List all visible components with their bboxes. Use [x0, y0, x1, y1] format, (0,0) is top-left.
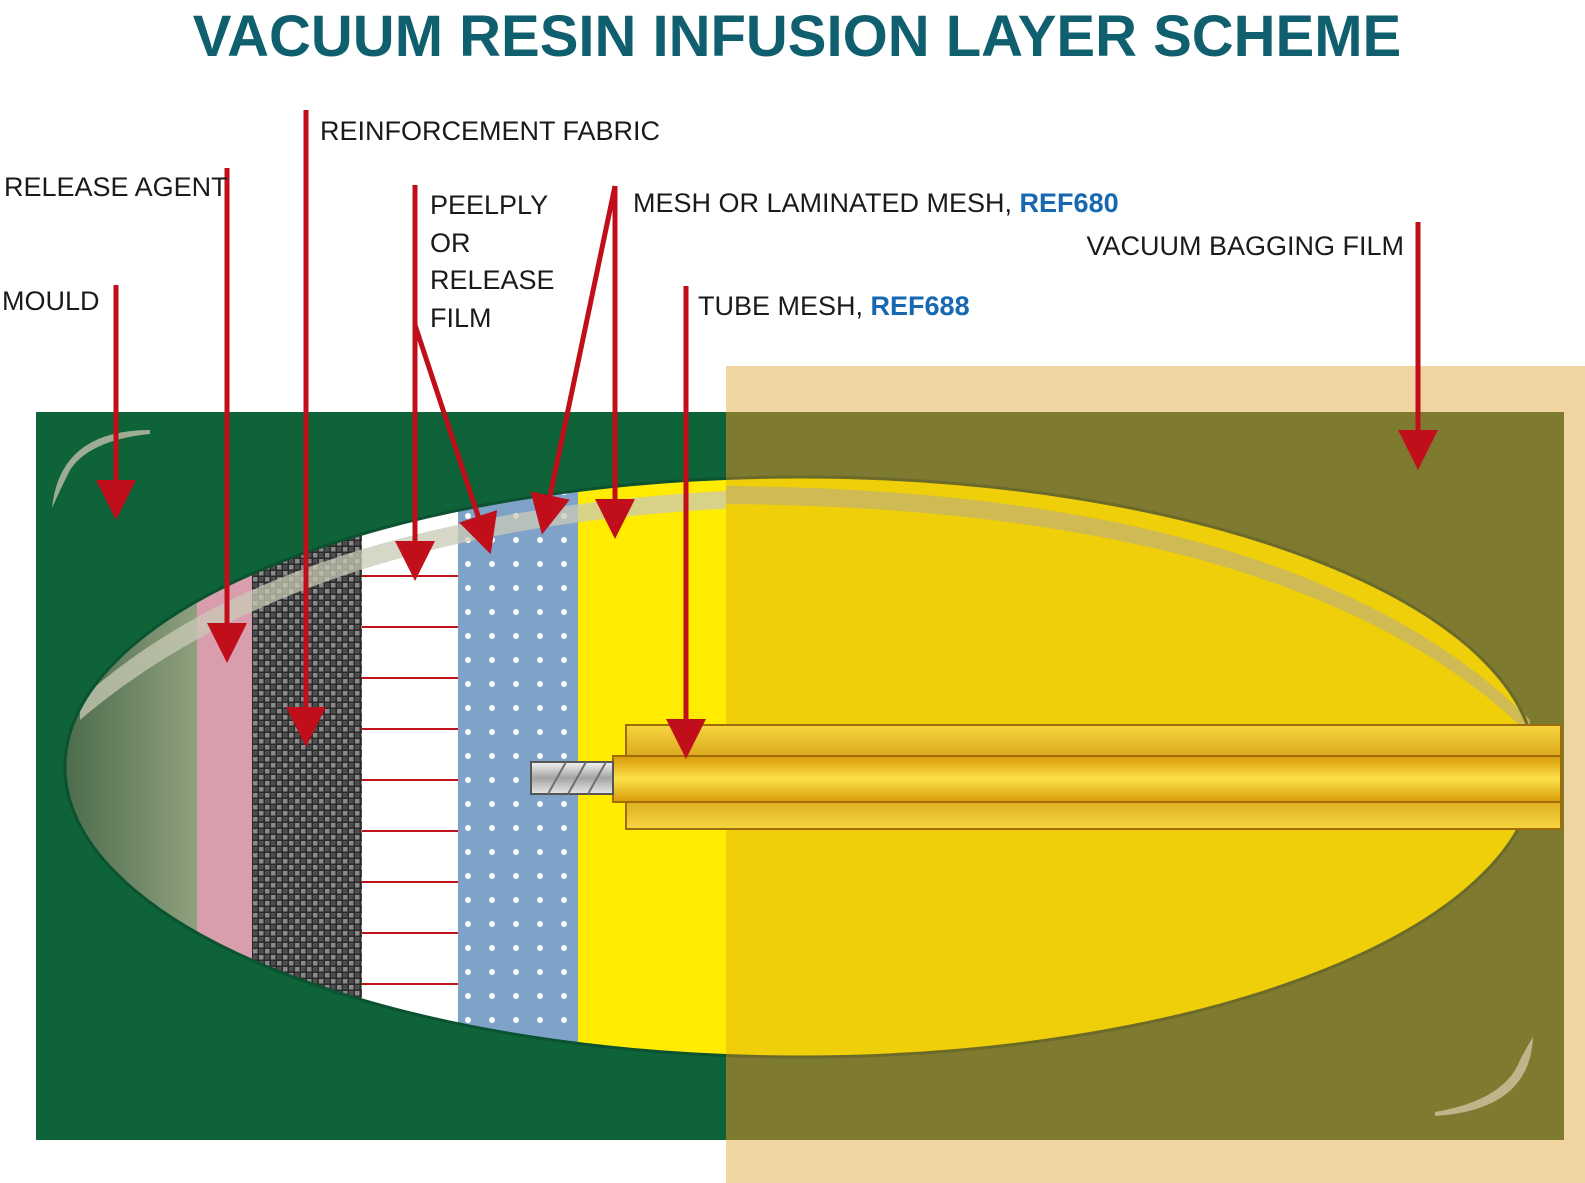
- label-peelply-line-4: FILM: [430, 303, 492, 333]
- arrow-mesh: [530, 185, 618, 535]
- label-mould: MOULD: [2, 286, 100, 316]
- tube-connector: [530, 761, 614, 795]
- label-tube-mesh: TUBE MESH, REF688: [698, 291, 970, 321]
- ref-688-link: REF688: [871, 291, 970, 321]
- label-peelply-line-3: RELEASE: [430, 265, 555, 295]
- bag-corner-highlight-icon: [1435, 1037, 1533, 1116]
- tube-mesh: [530, 724, 1562, 830]
- ref-680-link: REF680: [1020, 188, 1119, 218]
- peelply-lines: [362, 575, 458, 985]
- label-peelply-line-1: PEELPLY: [430, 190, 548, 220]
- label-peelply-line-2: OR: [430, 228, 471, 258]
- label-release-agent: RELEASE AGENT: [4, 172, 228, 202]
- label-vacuum-bagging-film: VACUUM BAGGING FILM: [1086, 231, 1404, 261]
- label-reinforcement-fabric: REINFORCEMENT FABRIC: [320, 116, 660, 146]
- arrow-release-film: [412, 324, 498, 555]
- page-title: VACUUM RESIN INFUSION LAYER SCHEME: [193, 4, 1401, 69]
- arrows: [96, 110, 1438, 759]
- label-mesh: MESH OR LAMINATED MESH, REF680: [633, 188, 1119, 218]
